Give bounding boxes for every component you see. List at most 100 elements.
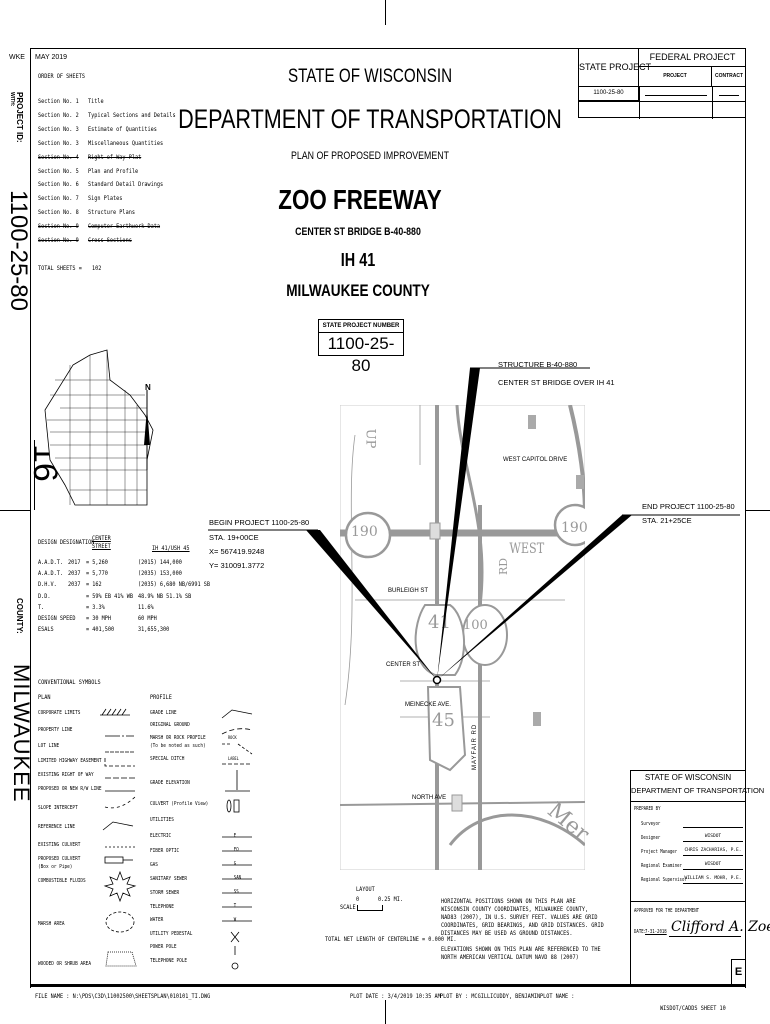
original-ground-symbol — [221, 728, 253, 735]
district: WKE — [9, 54, 25, 61]
profile-symbol-label: TELEPHONE POLE — [150, 958, 188, 964]
sheet-section-name: Cross Sections — [88, 236, 132, 244]
map-label-center-st: CENTER ST — [386, 662, 421, 668]
approver-role: Project Manager — [641, 849, 678, 855]
utility-code: W — [233, 917, 238, 923]
structure-desc: CENTER ST BRIDGE OVER IH 41 — [498, 378, 615, 387]
profile-symbol-label: UTILITIES — [150, 817, 174, 823]
sheet-section-name: Right of Way Plat — [88, 152, 142, 161]
state-project-header: STATE PROJECT — [579, 49, 651, 87]
plan-symbol-label: CORPORATE LIMITS — [38, 710, 81, 716]
sheet-section-name: Miscellaneous Quantities — [88, 138, 164, 147]
sheet-letter: E — [731, 959, 746, 985]
sheet-section-name: Title — [88, 97, 104, 105]
profile-symbol-label: POWER POLE — [150, 944, 177, 950]
file-name: FILE NAME : N:\PDS\C3D\11002500\SHEETSPL… — [35, 992, 211, 1000]
design-ih41-value: (2015) 144,000 — [138, 558, 182, 566]
design-designation-title: DESIGN DESIGNATION — [38, 538, 95, 546]
sheet-section-number: Section No. 6 — [38, 180, 79, 189]
map-label-burleigh: BURLEIGH ST — [388, 588, 429, 594]
marsh-area-symbol — [105, 911, 135, 933]
sheet-section-number: Section No. 2 — [38, 110, 79, 119]
approval-dept: DEPARTMENT OF TRANSPORTATION — [631, 786, 765, 795]
profile-symbol-label: ELECTRIC — [150, 833, 172, 839]
ditch-label: LABEL — [228, 757, 239, 762]
cadds-sheet: WISDOT/CADDS SHEET 10 — [660, 1004, 726, 1012]
sheet-section-number: Section No. 7 — [38, 194, 79, 203]
design-ih41-value: 48.9% NB 51.1% SB — [138, 591, 192, 600]
approver-name: WILLIAM S. MOHR, P.E. — [683, 876, 743, 884]
map-label-west: WEST — [509, 541, 545, 557]
plan-symbol-label: LIMITED HIGHWAY EASEMENT — [38, 758, 102, 764]
sheet-section-name: Plan and Profile — [88, 166, 139, 175]
begin-y: Y= 310091.3772 — [209, 561, 265, 570]
plan-symbol-label: COMBUSTIBLE FLUIDS — [38, 878, 86, 884]
profile-symbol-label: STORM SEWER — [150, 890, 180, 896]
sheet-section-number: Section No. 4 — [38, 152, 79, 161]
state-project-value: 1100-25-80 — [579, 87, 639, 101]
plan-symbol-label: PROPOSED OR NEW R/W LINE — [38, 786, 102, 792]
design-label: T. — [38, 602, 45, 611]
rock-label: ROCK — [228, 736, 237, 741]
sheet-number-rule — [34, 440, 35, 510]
corporate-limits-symbol — [100, 708, 130, 716]
signature: Clifford A. Zoelis — [671, 919, 770, 935]
design-center-value: = 162 — [86, 580, 102, 589]
design-label: D.H.V. — [38, 580, 57, 589]
sheet-section-name: Typical Sections and Details — [88, 110, 176, 119]
wisconsin-locator-map — [44, 349, 154, 506]
state-title: STATE OF WISCONSIN — [287, 66, 453, 87]
sheet-section-number: Section No. 3 — [38, 138, 79, 147]
design-label: D.D. — [38, 591, 51, 600]
federal-project-header: FEDERAL PROJECT — [639, 49, 746, 67]
begin-x: X= 567419.9248 — [209, 547, 265, 556]
design-center-value: = 5,260 — [86, 558, 108, 566]
profile-symbol-label: MARSH OR ROCK PROFILE — [150, 735, 206, 741]
design-ih41-value: (2035) 153,000 — [138, 569, 182, 578]
profile-symbol-label: TELEPHONE — [150, 904, 174, 910]
net-length: TOTAL NET LENGTH OF CENTERLINE = 0.000 M… — [325, 935, 457, 943]
profile-symbol-label: SPECIAL DITCH — [150, 756, 185, 762]
utility-code: E — [233, 833, 238, 839]
utility-code: SS — [233, 889, 240, 895]
plan-symbol-label: EXISTING RIGHT OF WAY — [38, 772, 94, 778]
plan-symbol-label: REFERENCE LINE — [38, 824, 76, 830]
design-center-value: = 59% EB 41% WB — [86, 591, 133, 600]
design-col-center-street: CENTER STREET — [92, 534, 111, 550]
horizontal-note: HORIZONTAL POSITIONS SHOWN ON THIS PLAN … — [441, 897, 604, 937]
north-label: N — [145, 383, 151, 392]
profile-symbol-label: WATER — [150, 917, 164, 923]
plan-symbol-label: LOT LINE — [38, 743, 60, 749]
profile-symbol-label: CULVERT (Profile View) — [150, 801, 209, 807]
profile-symbol-label: ORIGINAL GROUND — [150, 722, 190, 728]
reference-line-symbol — [102, 821, 134, 831]
shield-190-right: 190 — [561, 520, 588, 536]
end-leader — [437, 515, 632, 680]
plot-by: PLOT BY : MCGILLICUDDY, BENJAMIN — [440, 992, 541, 1000]
approver-role: Regional Supervisor — [641, 877, 687, 883]
sheet-section-name: Structure Plans — [88, 208, 135, 217]
profile-symbol-label: GRADE ELEVATION — [150, 780, 190, 786]
crop-mark — [385, 0, 386, 25]
profile-symbol-label: (To be noted as such) — [150, 743, 206, 749]
design-year: 2037 — [68, 580, 81, 589]
prepared-by: PREPARED BY — [634, 806, 661, 812]
structure-leader — [437, 368, 480, 680]
symbols-title: CONVENTIONAL SYMBOLS — [38, 678, 101, 686]
utility-code: G — [233, 861, 238, 867]
sheet-section-number: Section No. 8 — [38, 208, 79, 217]
symbols-profile-heading: PROFILE — [150, 693, 172, 701]
plot-date: PLOT DATE : 3/4/2019 10:35 AM — [350, 992, 441, 1000]
design-center-value: = 3.3% — [86, 602, 105, 611]
sheet-section-name: Estimate of Quantities — [88, 124, 157, 133]
plan-symbol-label: (Box or Pipe) — [38, 864, 73, 870]
plan-symbol-label: WOODED OR SHRUB AREA — [38, 961, 91, 967]
project-header: PROJECT — [639, 67, 712, 87]
elevation-note: ELEVATIONS SHOWN ON THIS PLAN ARE REFERE… — [441, 945, 601, 961]
design-year: 2037 — [68, 569, 81, 578]
design-ih41-value: 11.6% — [138, 602, 154, 611]
easement-symbol — [104, 758, 135, 767]
utility-lines — [222, 836, 252, 922]
plan-symbol-label: SLOPE INTERCEPT — [38, 805, 78, 811]
sheet-section-name: Sign Plates — [88, 194, 123, 203]
